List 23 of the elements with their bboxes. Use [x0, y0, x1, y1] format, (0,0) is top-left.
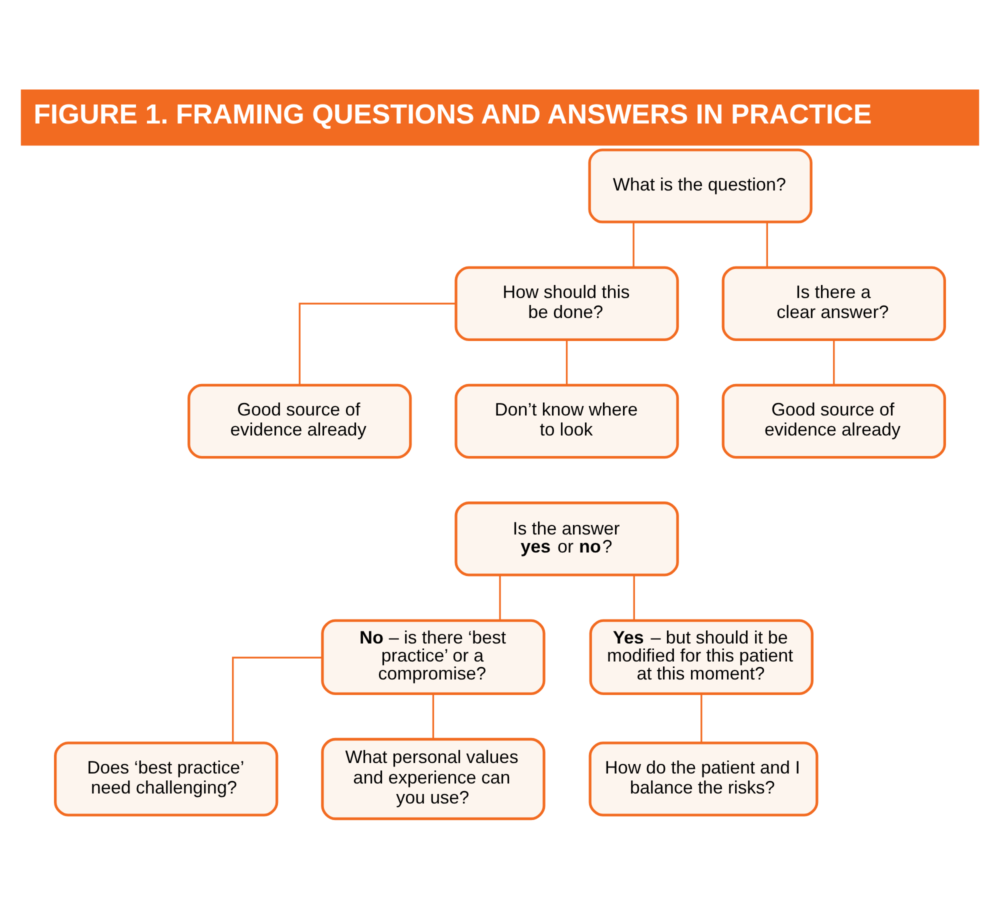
node-box: Is the answer yes or no?	[454, 502, 679, 576]
connector	[432, 694, 434, 740]
node-box: How do the patient and I balance the risks?	[588, 742, 818, 816]
node-box: Is there a clear answer?	[722, 266, 946, 341]
connector	[566, 340, 568, 385]
connector	[632, 222, 634, 268]
node-box: Don’t know where to look	[454, 384, 679, 459]
connector	[766, 222, 768, 268]
node-box: Yes – but should it be modified for this patient at this moment?	[589, 619, 814, 695]
node-box: How should this be done?	[454, 266, 679, 341]
connector	[700, 694, 702, 743]
connector	[499, 575, 501, 620]
node-box: Good source of evidence already	[722, 384, 946, 459]
connector	[633, 575, 635, 620]
diagram-title: FIGURE 1. FRAMING QUESTIONS AND ANSWERS IN PRACTICE	[34, 98, 872, 130]
node-box: What personal values and experience can you use?	[321, 738, 546, 820]
connector	[833, 340, 835, 385]
node-box: Does ‘best practice’ need challenging?	[54, 742, 278, 816]
node-box: No – is there ‘best practice’ or a compromise?	[321, 619, 546, 695]
connector	[298, 302, 456, 385]
connector	[232, 656, 322, 743]
node-box: Good source of evidence already	[188, 384, 412, 459]
node-box: What is the question?	[588, 148, 812, 224]
